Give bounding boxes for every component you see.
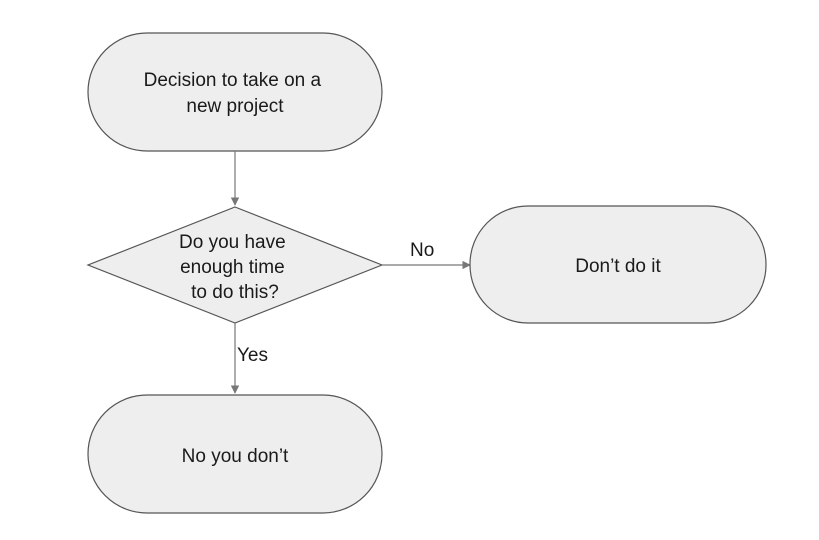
edge-yes-label: Yes <box>237 345 268 366</box>
node-start-line-1: Decision to take on a <box>144 70 322 91</box>
node-yes-outcome-shape <box>87 394 383 514</box>
node-question-label: Do you have enough time to do this? <box>179 232 291 303</box>
node-question-line-2: enough time <box>180 257 285 278</box>
node-no-outcome-line-1: Don’t do it <box>575 256 661 277</box>
node-no-outcome-shape <box>469 205 767 324</box>
node-question-line-3: to do this? <box>191 282 279 303</box>
node-start-line-2: new project <box>186 96 284 117</box>
node-no-outcome-label: Don’t do it <box>575 256 661 277</box>
node-no-outcome: Don’t do it <box>469 205 767 324</box>
node-yes-outcome: No you don’t <box>87 394 383 514</box>
node-yes-outcome-line-1: No you don’t <box>182 446 289 467</box>
node-yes-outcome-label: No you don’t <box>182 446 289 467</box>
node-start: Decision to take on a new project <box>87 32 383 152</box>
node-start-shape <box>87 32 383 152</box>
edge-no-label: No <box>410 240 434 261</box>
node-question-line-1: Do you have <box>179 232 286 253</box>
node-question: Do you have enough time to do this? <box>86 206 384 324</box>
node-start-label: Decision to take on a new project <box>144 70 327 117</box>
